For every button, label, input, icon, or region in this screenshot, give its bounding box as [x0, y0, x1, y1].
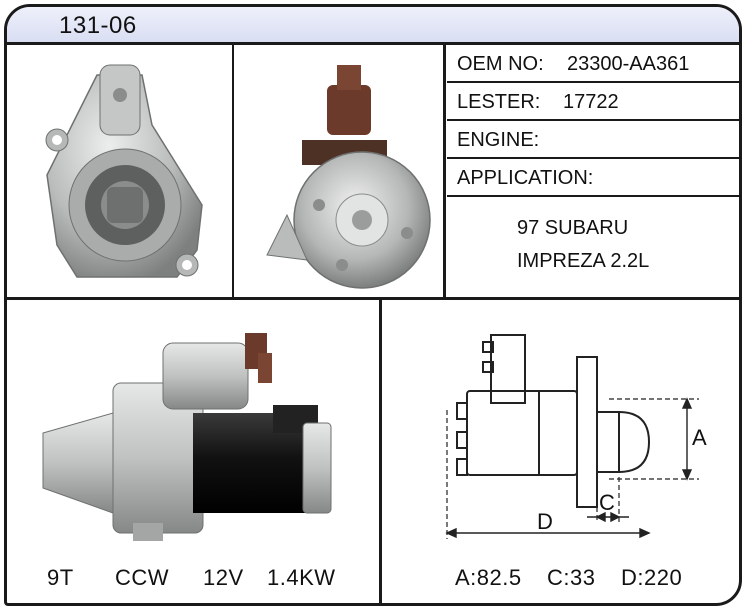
application-line-2: IMPREZA 2.2L: [517, 250, 650, 272]
header-bar: 131-06: [7, 7, 739, 45]
rating-voltage: 12V: [203, 565, 244, 590]
dimension-drawing: A C D: [445, 334, 707, 539]
spec-row-application: APPLICATION:: [447, 159, 739, 197]
dimension-a-value: A:82.5: [455, 565, 522, 590]
dimension-c-value: C:33: [547, 565, 596, 590]
dimension-label-a: A: [692, 425, 707, 450]
dimension-label-c: C: [599, 490, 615, 515]
lester-value: 17722: [563, 91, 619, 113]
part-code: 131-06: [59, 12, 137, 39]
rating-power: 1.4KW: [267, 565, 336, 590]
engine-label: ENGINE:: [457, 129, 540, 151]
oem-value: 23300-AA361: [567, 53, 690, 75]
solenoid-terminal-outline: [490, 334, 526, 404]
product-card: 131-06 OEM NO: 23300-AA361 LESTER: 17722…: [4, 4, 742, 606]
starter-side-photo: [42, 333, 332, 541]
rating-rotation: CCW: [115, 565, 170, 590]
divider: [7, 297, 739, 300]
starter-rear-photo: [266, 65, 431, 289]
oem-label: OEM NO:: [457, 53, 544, 75]
divider: [379, 297, 382, 603]
spec-row-oem: OEM NO: 23300-AA361: [447, 45, 739, 83]
application-line-1: 97 SUBARU: [517, 217, 629, 239]
divider: [232, 45, 234, 299]
mounting-flange-outline: [576, 356, 598, 508]
lester-label: LESTER:: [457, 91, 541, 113]
rating-teeth: 9T: [47, 565, 74, 590]
starter-front-photo: [45, 64, 203, 278]
dimension-d-value: D:220: [621, 565, 683, 590]
divider: [443, 45, 446, 299]
spec-row-engine: ENGINE:: [447, 121, 739, 159]
spec-row-lester: LESTER: 17722: [447, 83, 739, 121]
dimension-label-d: D: [537, 509, 553, 534]
application-label: APPLICATION:: [457, 167, 594, 189]
